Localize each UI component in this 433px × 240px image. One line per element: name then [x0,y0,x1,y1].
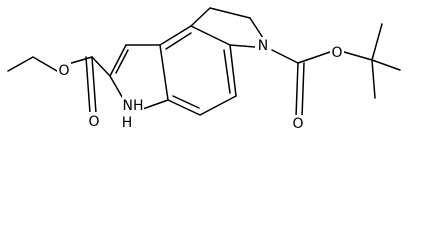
bond-ester-co-2 [85,56,91,114]
bond-tbu-methyl-up [371,23,383,61]
carbamate-ether-oxygen-label: O [331,45,342,61]
bond-pyrrole-c2-c3 [109,44,127,77]
bond-carbamate-co-1 [295,62,299,118]
ester-carbonyl-oxygen-label: O [88,114,99,130]
bond-carbamate-co-2 [301,62,305,118]
bond-o-tbu-quaternary [343,51,373,61]
bond-benzene-c4-c5 [190,25,231,46]
bond-benzene-c3a-c7a [159,44,169,101]
ester-ether-oxygen-label: O [58,63,69,79]
bond-ethyl-ch3-ch2 [7,56,34,72]
bond-benzene-c7-c7a-inner [172,95,200,109]
indole-h-label: H [122,115,133,131]
carbamate-nitrogen-label: N [258,38,268,54]
bond-benzene-c6-c7 [199,95,237,116]
bond-pyrrole-c2-c3-inner [115,49,129,74]
carbamate-carbonyl-oxygen-label: O [292,116,303,132]
indole-nh-label: NH [123,98,144,114]
bond-ring-n-c5 [229,44,256,48]
bond-benzene-c7-c7a [167,99,201,116]
bond-ester-co-1 [91,56,97,114]
molecule-diagram: O O NH H N O O [7,7,401,132]
bond-tbu-methyl-down [371,59,376,99]
bond-benzene-c3a-c4-inner [165,32,192,50]
molecule-structure: O O NH H N O O [7,7,401,132]
bond-pyrrole-n1-c7a [139,99,169,111]
bond-ring-c4-ch2 [190,7,211,27]
bond-carbamate-c-o [297,51,331,64]
bond-ring-ch2-ch2 [209,7,251,19]
bond-benzene-c3a-c4 [159,25,192,46]
bond-benzene-c5-c6-inner [223,49,231,94]
bond-n-carbamate-c [271,49,299,64]
bond-tbu-methyl-right [371,59,401,71]
bond-ether-o-carbonyl-c [67,56,93,65]
bond-ethyl-ch2-o [32,56,58,72]
bond-layer [7,7,401,118]
bond-ring-ch2-n [249,17,264,39]
atom-label-layer: O O NH H N O O [57,37,344,132]
bond-ester-c-ring [91,56,111,77]
bond-benzene-c5-c6 [229,44,237,97]
